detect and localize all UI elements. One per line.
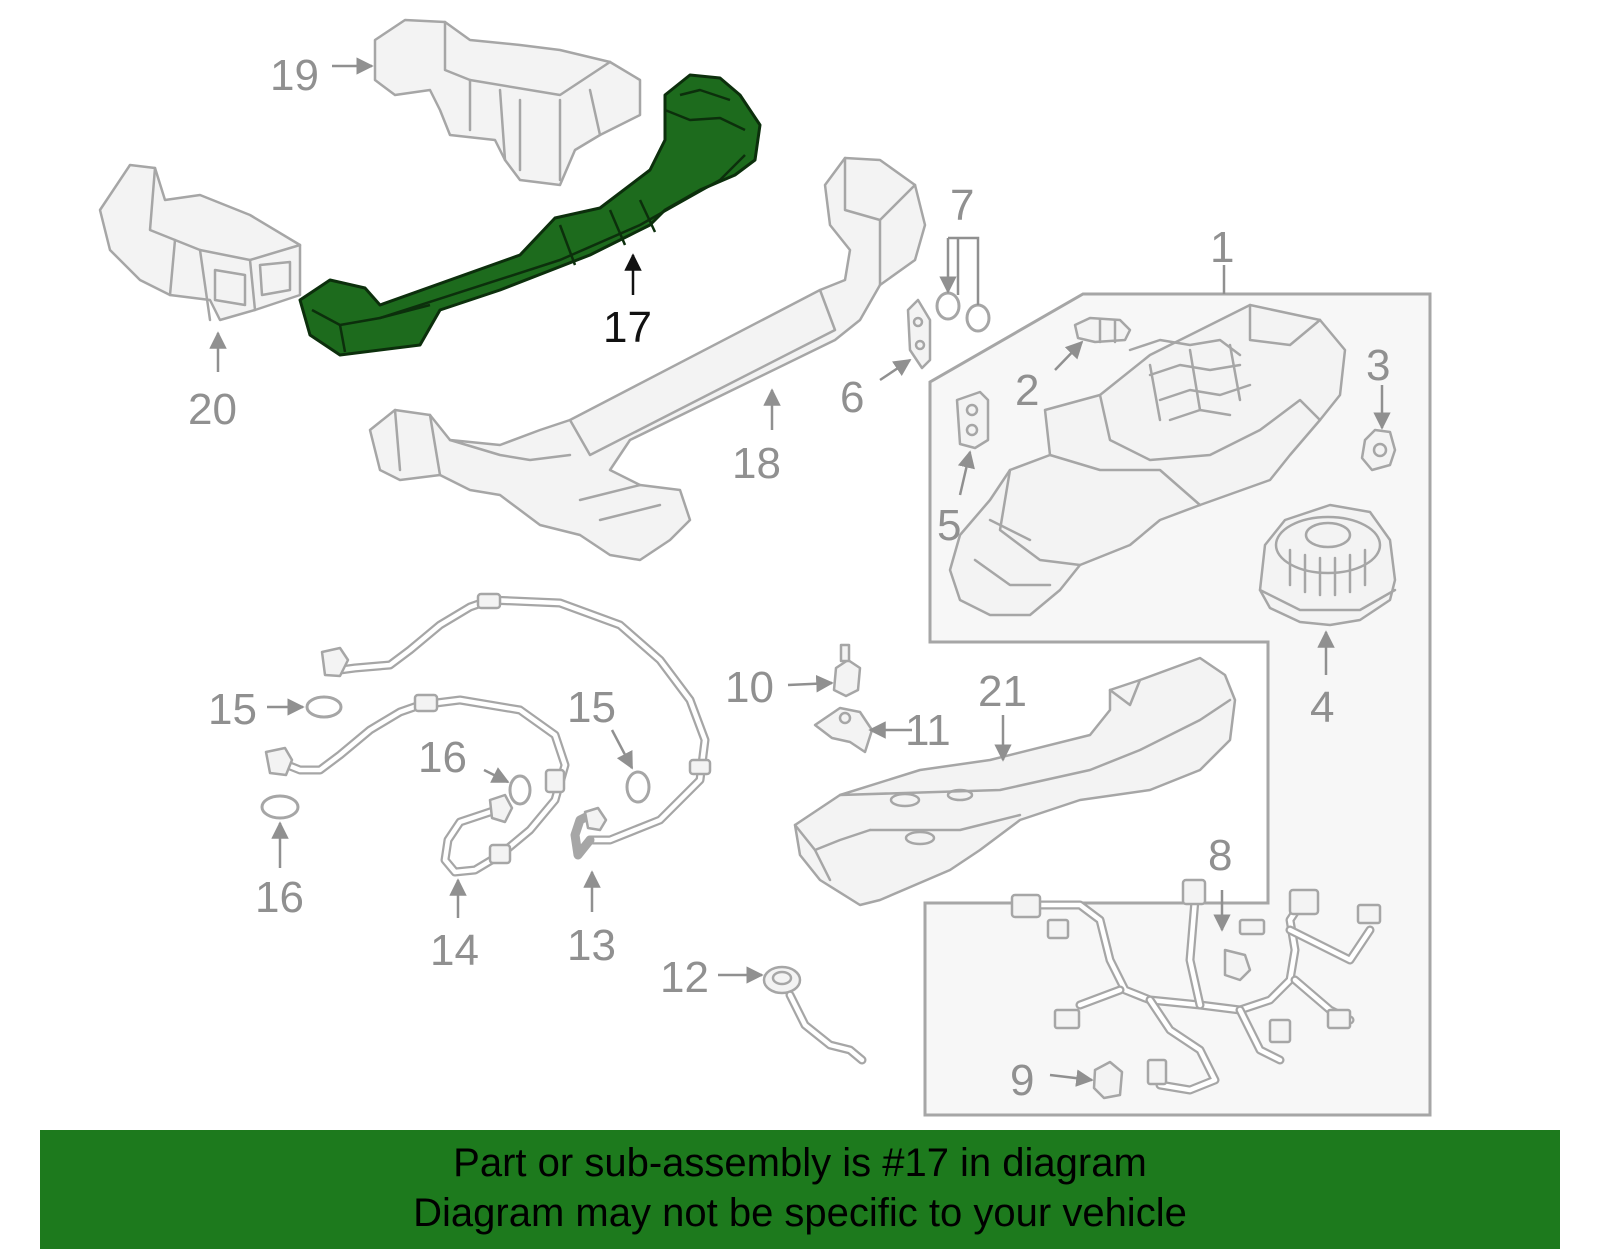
part-21-lower-duct bbox=[793, 656, 1237, 907]
leader-6 bbox=[879, 358, 912, 382]
part-20-left-duct bbox=[98, 163, 302, 322]
label-5: 5 bbox=[937, 501, 961, 550]
part-15-seal-right bbox=[625, 770, 651, 804]
label-16-left: 16 bbox=[255, 873, 304, 922]
banner-line-part: Part or sub-assembly is #17 in diagram bbox=[453, 1141, 1147, 1185]
leader-5 bbox=[957, 450, 975, 496]
label-12: 12 bbox=[660, 953, 709, 1002]
label-18: 18 bbox=[732, 439, 781, 488]
part-6-gasket bbox=[906, 298, 932, 370]
label-9: 9 bbox=[1010, 1056, 1034, 1105]
part-3-actuator bbox=[1360, 428, 1397, 472]
label-2: 2 bbox=[1015, 366, 1039, 415]
label-1: 1 bbox=[1210, 223, 1234, 272]
leader-7 bbox=[948, 236, 980, 305]
part-14-refrigerant-line bbox=[264, 693, 570, 877]
label-21: 21 bbox=[978, 667, 1027, 716]
part-16-seal-left bbox=[260, 794, 300, 820]
part-1-hvac-housing bbox=[948, 303, 1347, 617]
part-11-bracket bbox=[813, 706, 874, 754]
info-banner: Part or sub-assembly is #17 in diagram D… bbox=[40, 1130, 1560, 1249]
label-16-center: 16 bbox=[418, 733, 467, 782]
part-2-sensor bbox=[1073, 316, 1132, 344]
leader-16-center bbox=[483, 767, 510, 784]
part-8-wiring-harness bbox=[1010, 878, 1382, 1095]
label-7: 7 bbox=[950, 181, 974, 230]
label-20: 20 bbox=[188, 385, 237, 434]
label-3: 3 bbox=[1366, 341, 1390, 390]
label-17: 17 bbox=[603, 303, 652, 352]
part-4-blower-motor bbox=[1258, 503, 1397, 627]
label-11: 11 bbox=[905, 706, 951, 755]
part-5-expansion-valve bbox=[955, 390, 990, 450]
label-10: 10 bbox=[725, 663, 774, 712]
part-12-sensor-lead bbox=[762, 965, 867, 1065]
part-18-long-duct bbox=[368, 156, 927, 562]
label-15-left: 15 bbox=[208, 685, 257, 734]
label-15-right: 15 bbox=[567, 683, 616, 732]
leader-10 bbox=[787, 674, 834, 693]
part-9-sensor bbox=[1092, 1060, 1124, 1100]
banner-line-disclaimer: Diagram may not be specific to your vehi… bbox=[413, 1191, 1187, 1235]
label-19: 19 bbox=[270, 51, 319, 100]
leader-2 bbox=[1054, 340, 1084, 371]
part-13-refrigerant-line bbox=[320, 592, 712, 860]
part-15-seal-left bbox=[305, 695, 343, 719]
leader-15-right bbox=[610, 729, 634, 770]
part-10-valve bbox=[832, 643, 862, 698]
parts-diagram: 19 20 17 18 6 7 1 2 3 4 5 10 11 12 13 14… bbox=[98, 18, 1432, 1117]
label-13: 13 bbox=[567, 921, 616, 970]
part-19-upper-duct bbox=[373, 18, 642, 187]
part-17-highlighted-duct bbox=[298, 73, 762, 357]
label-6: 6 bbox=[840, 373, 864, 422]
label-8: 8 bbox=[1208, 831, 1232, 880]
part-7-seals bbox=[935, 291, 991, 333]
label-4: 4 bbox=[1310, 683, 1334, 732]
part-16-seal-center bbox=[508, 774, 532, 806]
leader-9 bbox=[1049, 1069, 1094, 1087]
label-14: 14 bbox=[430, 926, 479, 975]
